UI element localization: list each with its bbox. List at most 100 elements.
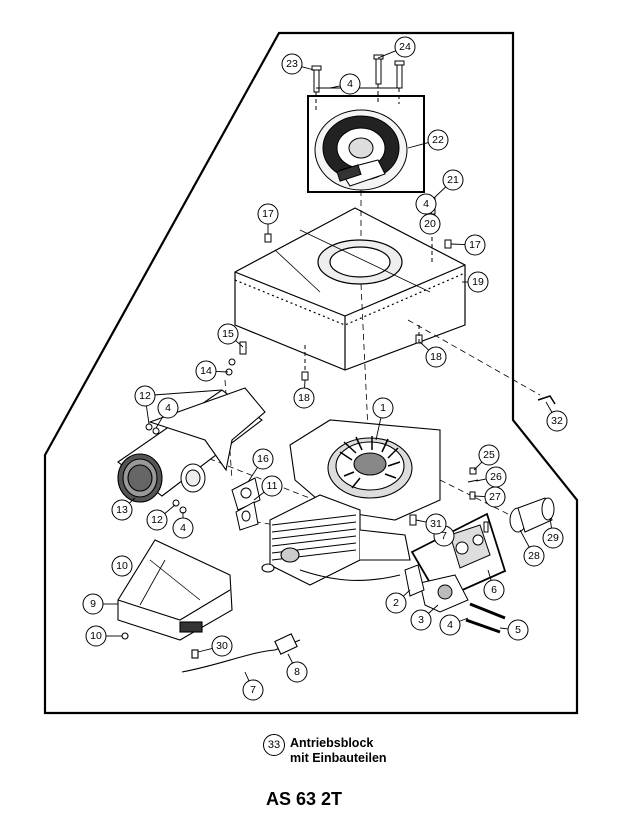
callout-4: 4: [172, 512, 194, 539]
model-designation: AS 63 2T: [266, 789, 343, 809]
callout-circle: [546, 410, 568, 432]
callout-16: 16: [247, 448, 274, 483]
exhaust-gaskets: [180, 463, 261, 531]
callout-number: 22: [432, 134, 444, 146]
callout-number: 26: [490, 471, 502, 483]
callout-leader-line: [197, 647, 213, 653]
air-filter-housing: [117, 539, 233, 641]
callout-circle: [484, 486, 506, 508]
callout-leader-line: [549, 517, 552, 529]
callout-leader-line: [403, 589, 411, 597]
callout-circle: [211, 635, 233, 657]
callout-2: 2: [385, 589, 411, 614]
callout-12: 12: [134, 385, 156, 425]
callout-number: 10: [116, 560, 128, 572]
callout-circle: [372, 397, 394, 419]
callout-number: 13: [116, 504, 128, 516]
callout-leader-line: [419, 341, 430, 351]
callout-circle: [464, 234, 486, 256]
callout-31: 31: [415, 513, 447, 535]
callout-5: 5: [499, 619, 529, 641]
callout-leader-line: [287, 653, 293, 664]
callout-circle: [542, 527, 564, 549]
callout-number: 3: [418, 614, 424, 626]
callout-leader-line: [499, 627, 509, 630]
callout-leader-line: [375, 417, 382, 441]
small-parts: [409, 467, 479, 526]
callout-number: 4: [447, 619, 453, 631]
callout-22: 22: [407, 129, 449, 151]
callout-leader-line: [164, 504, 176, 514]
callout-number: 28: [528, 550, 540, 562]
starter-screws: [311, 54, 405, 110]
callout-17: 17: [450, 234, 486, 256]
callout-leader-line: [329, 85, 341, 89]
callout-8: 8: [286, 653, 308, 683]
callout-12: 12: [146, 504, 176, 531]
callout-number: 25: [483, 449, 495, 461]
callout-circle: [134, 385, 156, 407]
callout-17: 17: [257, 203, 279, 234]
callout-20: 20: [419, 213, 441, 235]
callout-1: 1: [372, 397, 394, 441]
callout-circle: [442, 169, 464, 191]
callout-number: 10: [90, 630, 102, 642]
callout-27: 27: [473, 486, 506, 508]
callout-leader-line: [519, 529, 530, 548]
callout-circle: [467, 271, 489, 293]
callout-4: 4: [415, 193, 437, 215]
callout-number: 18: [298, 392, 310, 404]
callout-4: 4: [329, 73, 361, 95]
callout-circle: [293, 387, 315, 409]
callout-10: 10: [85, 625, 122, 647]
callout-number: 30: [216, 640, 228, 652]
callout-number: 24: [399, 41, 411, 53]
callout-number: 4: [423, 198, 429, 210]
callout-11: 11: [253, 475, 283, 501]
callout-18: 18: [293, 379, 315, 409]
callout-circle: [85, 625, 107, 647]
callout-number: 27: [489, 491, 501, 503]
intake-connector: [509, 497, 555, 533]
callout-number: 17: [469, 239, 481, 251]
callout-circle: [111, 499, 133, 521]
callout-circle: [257, 203, 279, 225]
callout-number: 6: [491, 584, 497, 596]
callout-circle: [339, 73, 361, 95]
callout-number: 20: [424, 218, 436, 230]
callout-9: 9: [82, 593, 118, 615]
callout-number: 7: [441, 530, 447, 542]
muffler: [117, 387, 266, 503]
callout-leader-line: [215, 371, 229, 373]
callout-18: 18: [419, 341, 447, 368]
callout-21: 21: [433, 169, 464, 199]
callout-leader-line: [450, 243, 466, 246]
callout-number: 11: [267, 480, 278, 492]
callout-number: 8: [294, 666, 300, 678]
callout-13: 13: [111, 497, 136, 521]
callout-leader-line: [301, 66, 315, 71]
callout-number: 9: [90, 598, 96, 610]
callout-32: 32: [545, 401, 568, 432]
fuel-line: [181, 569, 401, 673]
callout-circle: [425, 513, 447, 535]
callout-circle: [425, 346, 447, 368]
assembly-label-line2: mit Einbauteilen: [290, 751, 387, 765]
callout-circle: [281, 53, 303, 75]
callout-leader-line: [155, 416, 164, 429]
callout-number: 12: [139, 390, 151, 402]
callout-circle: [172, 517, 194, 539]
callout-leader-line: [253, 491, 265, 501]
carburetor: [449, 521, 491, 569]
callout-14: 14: [195, 360, 229, 382]
callout-leader-line: [407, 142, 429, 149]
callout-number: 7: [250, 684, 256, 696]
callout-30: 30: [197, 635, 233, 657]
callout-circle: [252, 448, 274, 470]
fan-housing: [234, 207, 466, 371]
assembly-number-callout: 33: [263, 734, 285, 756]
callout-number: 5: [515, 624, 521, 636]
assembly-boundary: [43, 31, 579, 715]
callout-number: 19: [472, 276, 484, 288]
